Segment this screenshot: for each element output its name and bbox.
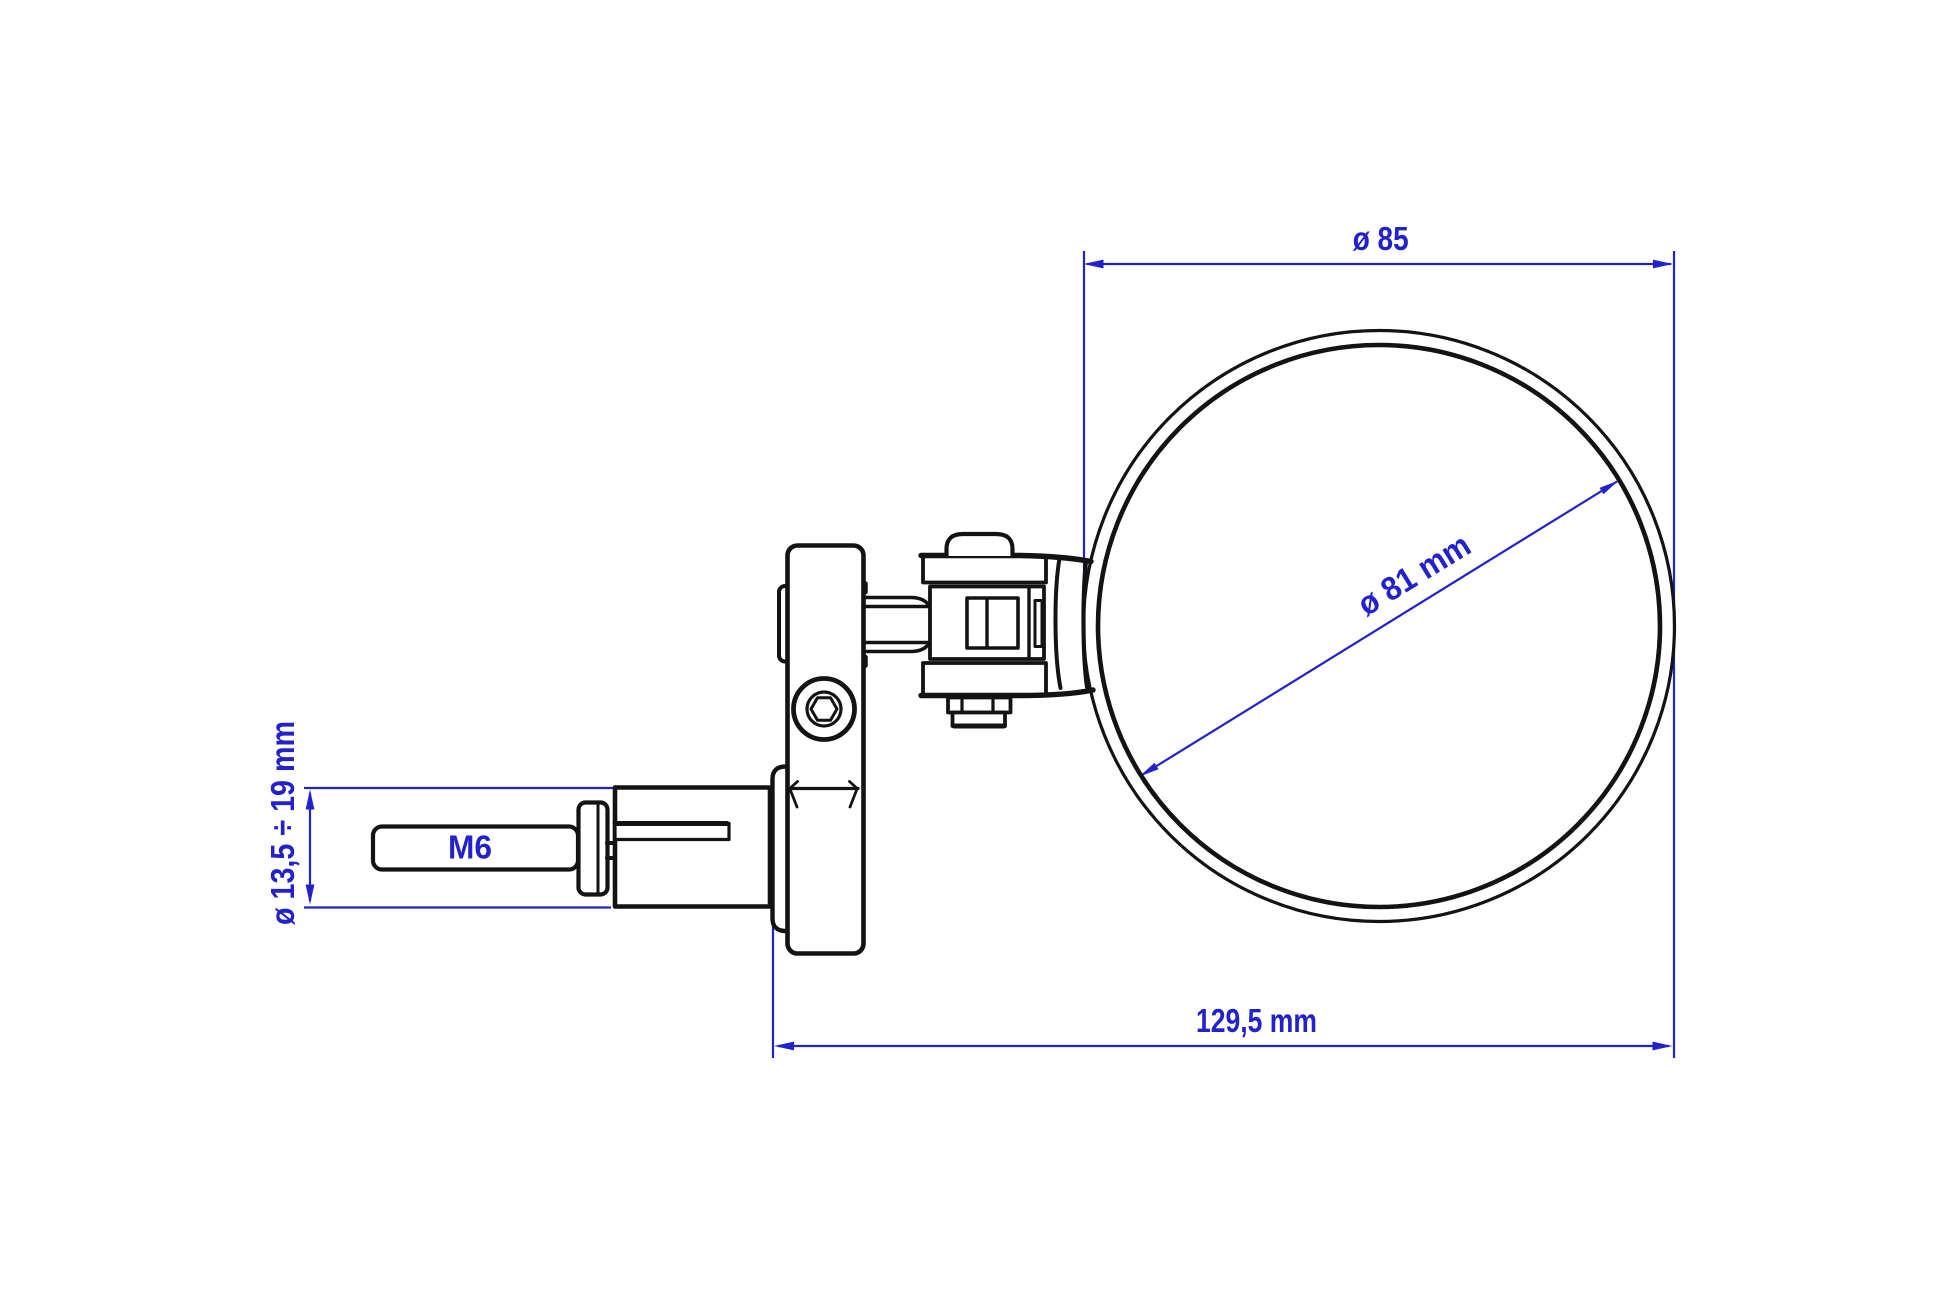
- svg-text:129,5 mm: 129,5 mm: [1196, 1002, 1317, 1039]
- svg-text:ø 13,5 ÷ 19 mm: ø 13,5 ÷ 19 mm: [264, 721, 301, 925]
- svg-text:M6: M6: [448, 829, 492, 866]
- svg-text:ø 85: ø 85: [1353, 220, 1409, 257]
